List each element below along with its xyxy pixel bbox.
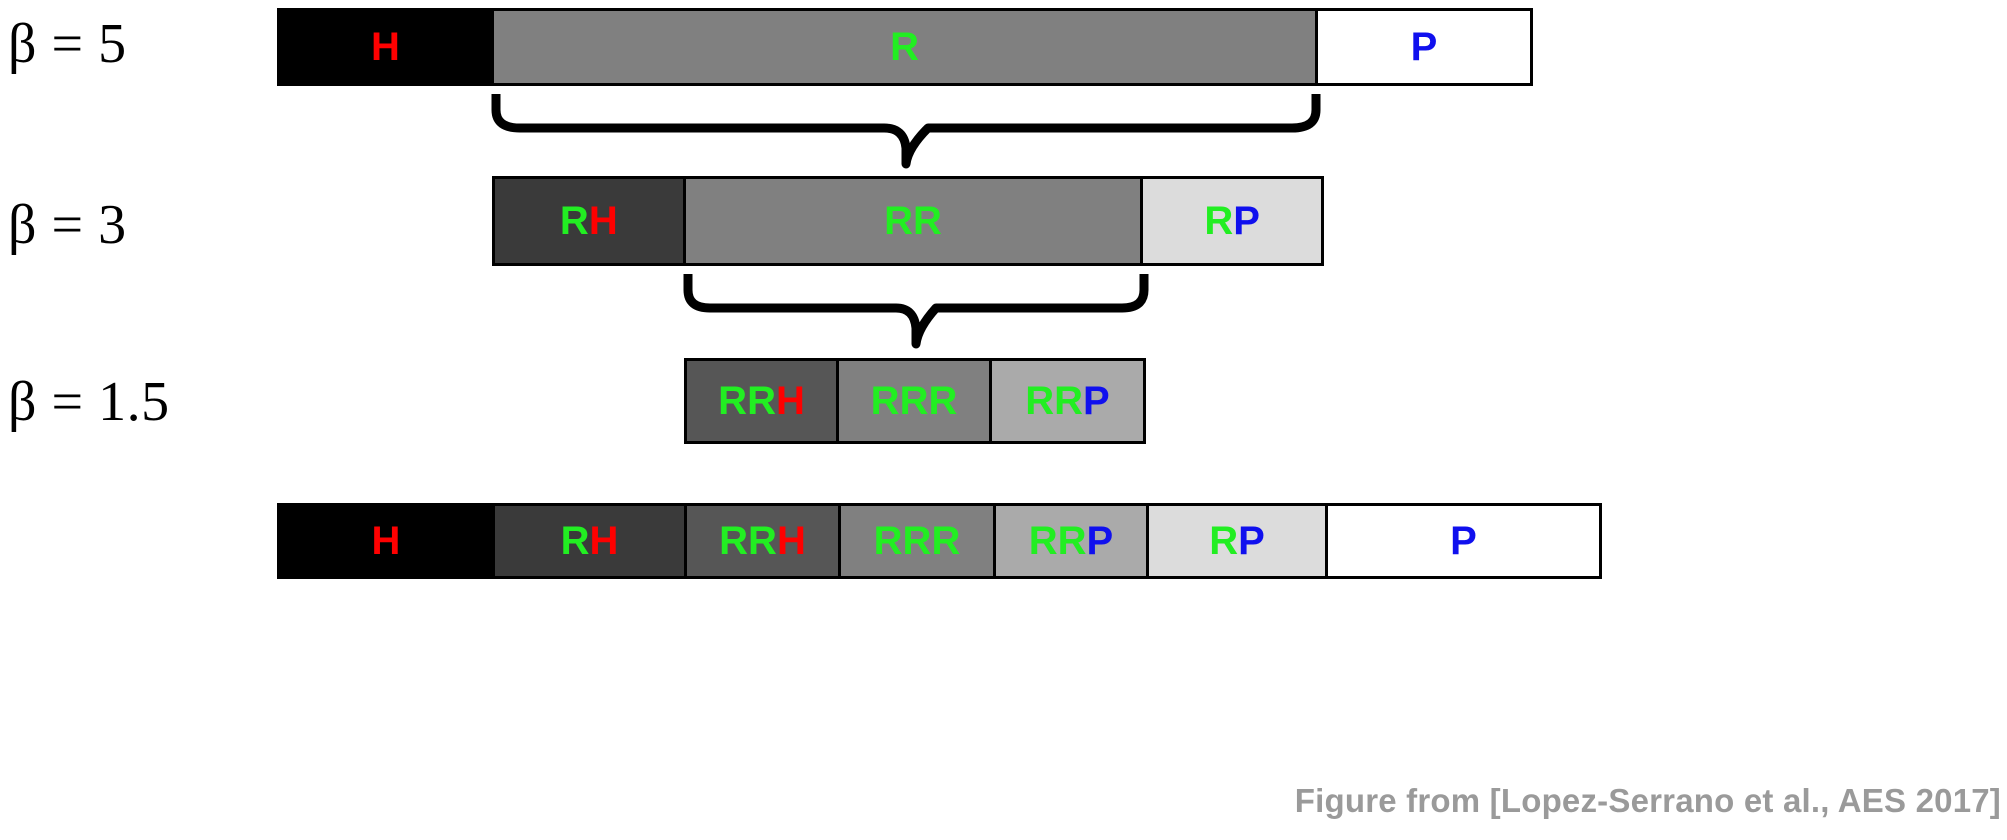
segment-label: P <box>1411 27 1438 67</box>
segment-label: RH <box>561 521 619 561</box>
segment-label: RP <box>1204 201 1260 241</box>
segment-label: RR <box>884 201 942 241</box>
segment-label: RH <box>560 201 618 241</box>
bar-summary-all-levels: H RH RRH RRR RRP RP P <box>277 503 1602 579</box>
segment-rh: RH <box>495 179 686 263</box>
segment-label: RRR <box>871 381 958 421</box>
bar-beta-1-5: RRH RRR RRP <box>684 358 1146 444</box>
letter-r: R <box>873 519 903 563</box>
segment-r: R <box>493 11 1319 83</box>
letter-p: P <box>1233 199 1260 243</box>
letter-r: R <box>912 199 942 243</box>
segment-p: P <box>1328 506 1599 576</box>
beta-label-row-2: β = 3 <box>8 194 127 256</box>
segment-label: H <box>372 521 401 561</box>
letter-h: H <box>371 519 401 563</box>
letter-r: R <box>928 379 958 423</box>
letter-r: R <box>884 199 913 243</box>
segment-label: RRH <box>719 521 806 561</box>
segment-h: H <box>280 506 495 576</box>
letter-r: R <box>1054 379 1084 423</box>
segment-rp: RP <box>1143 179 1321 263</box>
letter-r: R <box>560 519 590 563</box>
letter-r: R <box>902 519 932 563</box>
segment-rr: RR <box>685 179 1144 263</box>
letter-p: P <box>1238 519 1265 563</box>
beta-label-row-3: β = 1.5 <box>8 371 170 433</box>
segment-rrh: RRH <box>687 361 840 441</box>
brace-row1-to-row2 <box>486 90 1326 172</box>
segment-rp: RP <box>1149 506 1328 576</box>
letter-r: R <box>719 519 749 563</box>
figure-source-caption: Figure from [Lopez-Serrano et al., AES 2… <box>1294 782 2001 819</box>
letter-h: H <box>588 199 618 243</box>
segment-rh: RH <box>495 506 687 576</box>
segment-label: RP <box>1209 521 1265 561</box>
letter-p: P <box>1086 519 1114 563</box>
letter-r: R <box>931 519 961 563</box>
brace-icon <box>683 274 1149 349</box>
beta-label-row-1: β = 5 <box>8 13 127 75</box>
segment-rrr: RRR <box>841 506 996 576</box>
segment-label: H <box>371 27 400 67</box>
brace-icon <box>491 94 1321 169</box>
segment-label: RRH <box>718 381 805 421</box>
letter-r: R <box>1057 519 1087 563</box>
bar-beta-3: RH RR RP <box>492 176 1324 266</box>
letter-r: R <box>747 379 776 423</box>
segment-label: RRP <box>1029 521 1113 561</box>
letter-r: R <box>1025 379 1055 423</box>
segment-label: RRP <box>1025 381 1109 421</box>
letter-h: H <box>589 519 619 563</box>
letter-r: R <box>1028 519 1058 563</box>
letter-r: R <box>718 379 748 423</box>
segment-rrh: RRH <box>687 506 841 576</box>
letter-r: R <box>899 379 929 423</box>
letter-r: R <box>870 379 900 423</box>
segment-label: R <box>890 27 919 67</box>
letter-r: R <box>890 25 919 69</box>
letter-r: R <box>1209 519 1239 563</box>
letter-r: R <box>559 199 589 243</box>
segment-p: P <box>1318 11 1531 83</box>
segment-h: H <box>280 11 494 83</box>
segment-rrr: RRR <box>839 361 993 441</box>
letter-r: R <box>748 519 777 563</box>
segment-rrp: RRP <box>992 361 1143 441</box>
brace-row2-to-row3 <box>678 270 1156 352</box>
segment-label: RRR <box>874 521 961 561</box>
segment-label: P <box>1450 521 1477 561</box>
segment-rrp: RRP <box>996 506 1149 576</box>
letter-p: P <box>1083 379 1110 423</box>
letter-p: P <box>1410 25 1438 69</box>
letter-r: R <box>1204 199 1234 243</box>
bar-beta-5: H R P <box>277 8 1533 86</box>
letter-h: H <box>776 519 806 563</box>
letter-h: H <box>775 379 805 423</box>
letter-p: P <box>1450 519 1477 563</box>
letter-h: H <box>371 25 400 69</box>
